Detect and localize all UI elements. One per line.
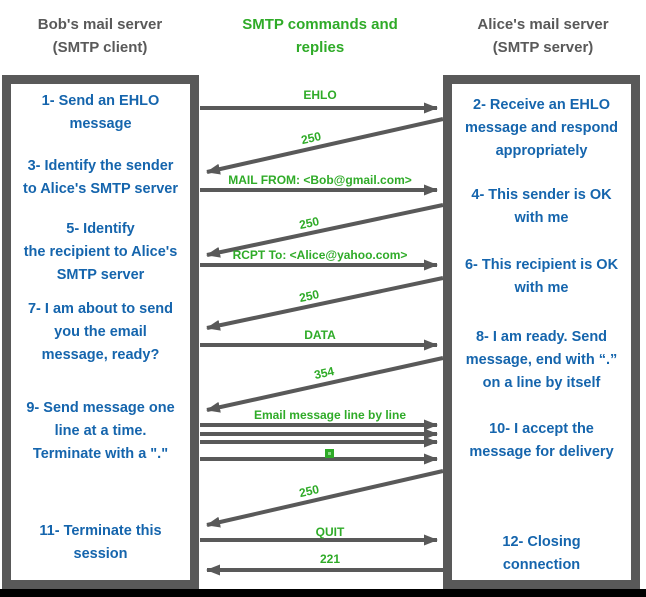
step-2-line: appropriately [495,143,588,159]
step-8: 8- I am ready. Send message, end with “.… [454,326,629,395]
arrow-reply-250-b [206,203,444,258]
label-email-lines: Email message line by line [254,408,406,422]
label-ehlo: EHLO [303,88,336,102]
arrow-reply-354 [206,356,444,413]
step-7-line: 7- I am about to send [27,301,173,317]
label-reply-250-a: 250 [300,129,323,147]
step-2-line: message and respond [464,120,619,136]
step-12-line: 12- Closing [502,534,581,550]
step-10: 10- I accept the message for delivery [454,418,629,464]
label-mail-from: MAIL FROM: <Bob@gmail.com> [228,173,412,187]
step-7: 7- I am about to send you the email mess… [13,298,188,367]
step-9-line: 9- Send message one [26,400,175,416]
step-10-line: message for delivery [469,444,614,460]
header-commands-line2: replies [295,39,345,56]
step-8-line: message, end with “.” [465,352,618,368]
step-5: 5- Identify the recipient to Alice's SMT… [13,218,188,287]
step-11-line: 11- Terminate this [39,523,162,539]
header-server-line1: Alice's mail server [477,16,609,33]
step-11: 11- Terminate this session [13,520,188,566]
step-4-line: with me [514,210,569,226]
step-9: 9- Send message one line at a time. Term… [13,397,188,466]
step-9-line: Terminate with a "." [32,446,169,462]
step-3-line: to Alice's SMTP server [23,181,178,197]
header-client-line2: (SMTP client) [52,39,148,56]
label-reply-221: 221 [320,552,340,566]
step-12: 12- Closing connection [454,531,629,577]
label-reply-354: 354 [313,364,336,382]
client-box: 1- Send an EHLO message 3- Identify the … [2,75,199,589]
step-4: 4- This sender is OK with me [454,184,629,230]
bottom-bar [0,589,646,597]
step-6-line: with me [514,280,569,296]
label-reply-250-b: 250 [298,214,321,232]
step-10-line: 10- I accept the [489,421,594,437]
header-commands: SMTP commands and replies [225,13,415,59]
server-box: 2- Receive an EHLO message and respond a… [443,75,640,589]
step-5-line: the recipient to Alice's [23,244,178,260]
label-reply-250-d: 250 [298,482,321,500]
label-rcpt-to: RCPT To: <Alice@yahoo.com> [233,248,408,262]
step-3-line: 3- Identify the sender [27,158,174,174]
step-11-line: session [73,546,128,562]
step-9-line: line at a time. [54,423,147,439]
step-1-line: 1- Send an EHLO [41,93,160,109]
step-8-line: 8- I am ready. Send [475,329,608,345]
step-8-line: on a line by itself [482,375,601,391]
step-5-line: SMTP server [56,267,145,283]
step-6: 6- This recipient is OK with me [454,254,629,300]
step-5-line: 5- Identify [66,221,135,237]
step-1: 1- Send an EHLO message [13,90,188,136]
step-1-line: message [69,116,132,132]
label-data: DATA [304,328,336,342]
header-client-line1: Bob's mail server [37,16,163,33]
step-7-line: you the email [54,324,147,340]
arrow-reply-250-c [206,276,444,331]
step-7-line: message, ready? [41,347,160,363]
header-server: Alice's mail server (SMTP server) [443,13,643,59]
arrow-reply-250-d [206,469,444,528]
header-server-line2: (SMTP server) [492,39,594,56]
header-client: Bob's mail server (SMTP client) [0,13,200,59]
step-2: 2- Receive an EHLO message and respond a… [454,94,629,163]
step-2-line: 2- Receive an EHLO [473,97,610,113]
label-quit: QUIT [316,525,345,539]
header-commands-line1: SMTP commands and [242,16,398,33]
step-4-line: 4- This sender is OK [471,187,612,203]
dot-terminator-icon-center [328,452,331,455]
step-6-line: 6- This recipient is OK [464,257,619,273]
step-12-line: connection [502,557,581,573]
arrow-reply-250-a [206,117,444,175]
label-reply-250-c: 250 [298,287,321,305]
step-3: 3- Identify the sender to Alice's SMTP s… [13,155,188,201]
